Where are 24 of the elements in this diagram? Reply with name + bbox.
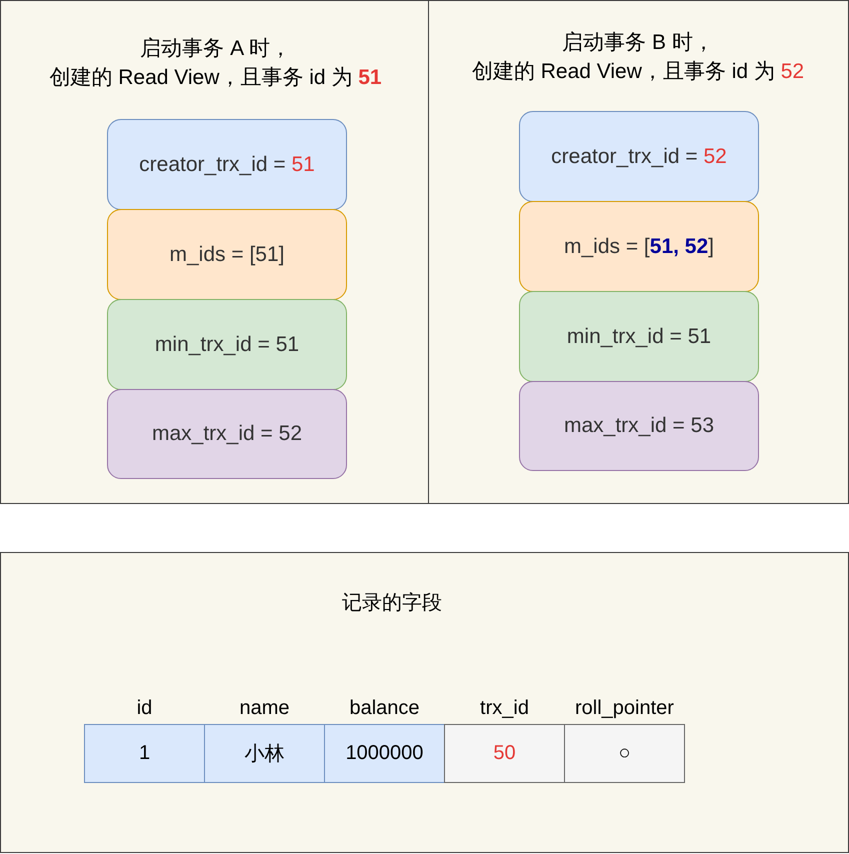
panel — [428, 0, 849, 504]
column-header: id — [136, 696, 154, 721]
field-box: max_trx_id = 53 — [519, 381, 759, 471]
column-header: trx_id — [479, 696, 530, 721]
panel — [0, 0, 429, 504]
field-box: m_ids = [51, 52] — [519, 201, 759, 292]
panel-title: 启动事务 A 时，创建的 Read View，且事务 id 为 51 — [48, 36, 383, 91]
field-box: min_trx_id = 51 — [107, 299, 347, 390]
column-header: balance — [348, 696, 421, 721]
panel-title: 记录的字段 — [341, 591, 443, 616]
field-box: min_trx_id = 51 — [519, 291, 759, 382]
table-cell: ○ — [564, 724, 685, 783]
panel — [0, 552, 849, 853]
field-box: creator_trx_id = 51 — [107, 119, 347, 210]
table-cell: 50 — [444, 724, 565, 783]
panel-title: 启动事务 B 时，创建的 Read View，且事务 id 为 52 — [470, 30, 806, 85]
column-header: roll_pointer — [574, 696, 675, 721]
table-cell: 1000000 — [324, 724, 445, 783]
table-cell: 小林 — [204, 724, 325, 783]
field-box: creator_trx_id = 52 — [519, 111, 759, 202]
table-cell: 1 — [84, 724, 205, 783]
column-header: name — [238, 696, 291, 721]
field-box: max_trx_id = 52 — [107, 389, 347, 479]
field-box: m_ids = [51] — [107, 209, 347, 300]
